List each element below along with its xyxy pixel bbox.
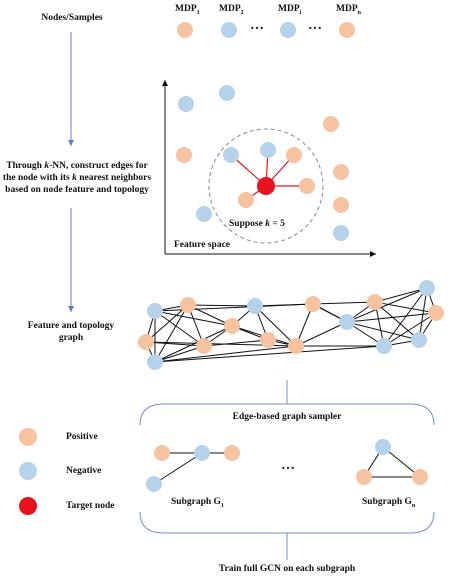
big-graph-edge — [203, 339, 269, 347]
mdp-node-row — [177, 22, 355, 38]
big-graph-node — [196, 338, 212, 354]
big-graph-edge — [312, 301, 376, 305]
fs-node-pos-4 — [333, 197, 349, 213]
big-graph-node — [419, 280, 435, 296]
legend-negative-label: Negative — [66, 466, 102, 476]
big-graph-edge — [346, 312, 437, 323]
legend-target-swatch — [19, 497, 37, 515]
big-graph-edge — [346, 321, 420, 341]
big-graph-node — [339, 314, 355, 330]
big-graph-node — [260, 332, 276, 348]
big-graph-edge — [154, 345, 205, 363]
mdpn-node — [339, 22, 355, 38]
big-graph-edge — [374, 287, 428, 303]
big-graph-edge — [187, 304, 233, 327]
big-graph-edge — [254, 305, 297, 347]
big-graph-node — [376, 338, 392, 354]
mdp-ellipsis-1: … — [250, 18, 264, 33]
big-graph-node — [411, 332, 427, 348]
big-graph-node — [247, 298, 263, 314]
big-graph-node — [288, 338, 304, 354]
knn-neighborhood-circle — [208, 128, 324, 244]
fs-node-pos-3 — [333, 164, 349, 180]
big-graph-edge — [154, 304, 189, 363]
train-gcn-label: Train full GCN on each subgraph — [218, 564, 356, 574]
big-graph-edge — [154, 310, 233, 327]
legend-positive-swatch — [19, 428, 37, 446]
feature-space-nodes — [176, 85, 349, 241]
big-graph-node — [305, 296, 321, 312]
mdp1-node — [177, 22, 193, 38]
target-node — [257, 177, 275, 195]
big-graph-edge — [374, 301, 437, 314]
knn-neighbor-1 — [223, 147, 239, 163]
big-graph-edge — [295, 321, 348, 347]
big-graph-nodes — [138, 280, 444, 370]
knn-neighbor-5 — [238, 192, 254, 208]
subgraph-ellipsis: … — [281, 458, 295, 473]
big-graph-edge — [374, 301, 420, 341]
mdpi-label: MDPi — [278, 4, 302, 16]
knn-description: Through k-NN, construct edges for the no… — [2, 161, 152, 195]
knn-neighbor-nodes — [223, 142, 315, 208]
big-graph-edge — [346, 287, 428, 323]
mdpi-node — [280, 22, 296, 38]
fs-node-neg-3 — [196, 206, 212, 222]
mdp2-label: MDP2 — [219, 4, 244, 16]
mdpn-label: MDPn — [336, 4, 361, 16]
big-graph-node — [138, 334, 154, 350]
feature-space-label: Feature space — [174, 240, 231, 250]
subgraph-n — [356, 439, 428, 485]
suppose-k-label: Suppose k = 5 — [229, 219, 285, 229]
fs-node-pos-2 — [323, 116, 339, 132]
fs-node-pos-1 — [176, 147, 192, 163]
mdp2-node — [221, 22, 237, 38]
sampler-title: Edge-based graph sampler — [232, 412, 342, 422]
big-graph-node — [224, 318, 240, 334]
knn-neighbor-2 — [260, 142, 276, 158]
big-graph-node — [147, 354, 163, 370]
big-graph-edge — [154, 325, 233, 363]
subgraph-1 — [146, 445, 240, 492]
subgraph-n-label: Subgraph Gn — [362, 497, 416, 509]
feature-topology-graph-label: Feature and topology graph — [27, 321, 115, 343]
big-graph-edge — [154, 345, 385, 363]
mdp-ellipsis-2: … — [308, 18, 322, 33]
sampler-top-bracket — [139, 403, 435, 426]
fs-node-neg-2 — [219, 85, 235, 101]
big-graph-edge — [154, 345, 297, 363]
mdp1-label: MDP1 — [175, 4, 200, 16]
big-graph-node — [367, 294, 383, 310]
big-graph-node — [428, 305, 444, 321]
nodes-samples-label: Nodes/Samples — [41, 13, 103, 23]
legend-positive-label: Positive — [66, 432, 98, 442]
big-graph-node — [180, 297, 196, 313]
big-graph-edge — [154, 303, 314, 312]
sampler-bottom-bracket — [139, 511, 435, 534]
big-graph-edge — [383, 312, 437, 347]
big-graph-edge — [383, 287, 428, 347]
knn-neighbor-3 — [286, 147, 302, 163]
knn-neighbor-4 — [299, 178, 315, 194]
legend-target-label: Target node — [66, 501, 115, 511]
big-graph-edge — [145, 304, 189, 343]
big-graph-node — [147, 303, 163, 319]
fs-node-neg-1 — [178, 96, 194, 112]
big-graph-edge — [187, 304, 256, 307]
subgraph-1-label: Subgraph G1 — [171, 497, 224, 509]
legend-negative-swatch — [19, 462, 37, 480]
big-graph-edge — [154, 310, 205, 347]
fs-node-neg-4 — [333, 225, 349, 241]
